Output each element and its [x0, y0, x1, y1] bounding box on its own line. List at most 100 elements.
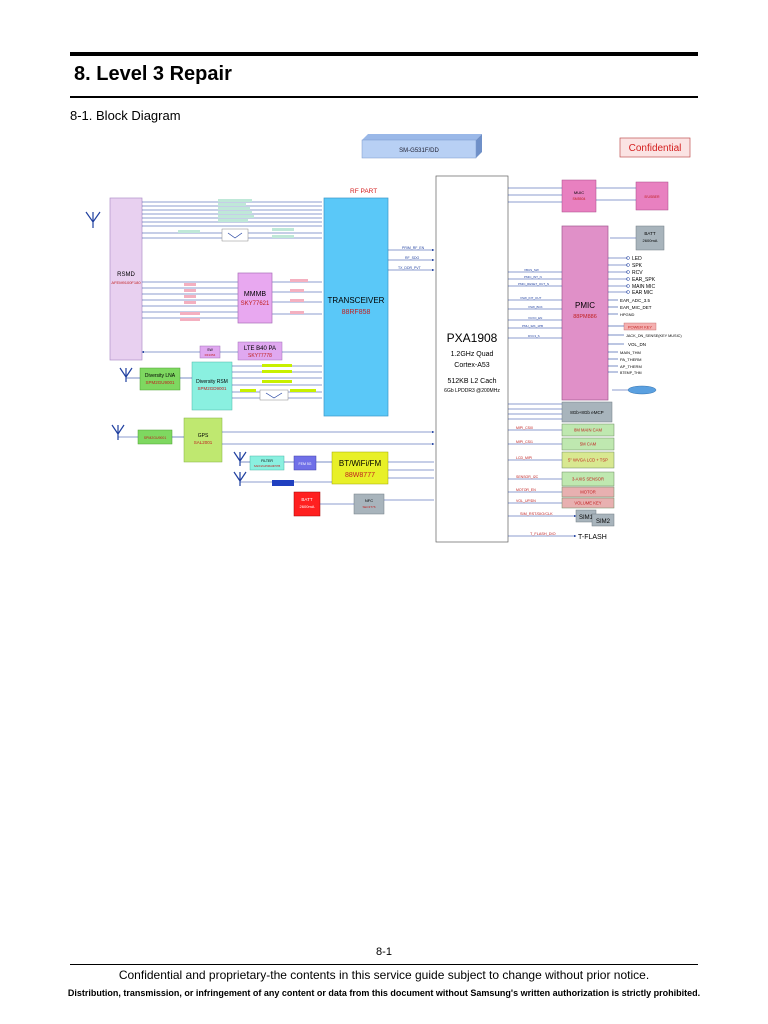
peripheral-box	[561, 437, 615, 451]
pmic-output-label: MAIN MIC	[632, 284, 655, 290]
svg-text:SPM2GD9001: SPM2GD9001	[197, 386, 227, 391]
nfc-lines	[320, 499, 434, 505]
peripheral-name: 3-AXIS SENSOR	[572, 477, 604, 482]
peripheral-name: 5" WVGA LCD + TSP	[568, 458, 608, 463]
rf-net-labels	[178, 199, 294, 238]
svg-text:SW: SW	[207, 348, 213, 352]
peripheral-box	[561, 451, 615, 469]
batt-block: BATT 2600mA	[610, 225, 665, 251]
peripheral-box	[561, 471, 615, 487]
mmmb-block: MMMB SKY77621	[237, 272, 273, 324]
muic-lines	[508, 187, 636, 203]
peripheral-box	[561, 486, 615, 498]
rsmd-block: RSMD AFEM9100F180	[109, 197, 143, 361]
tflash-text: T-FLASH	[578, 534, 607, 541]
svg-text:SAL2001: SAL2001	[194, 440, 213, 445]
rf-switch-icon	[221, 228, 249, 242]
svg-text:6Gb LPDDR3 @200MHz: 6Gb LPDDR3 @200MHz	[444, 388, 500, 394]
footer-rule	[70, 964, 698, 965]
peripheral-box	[561, 497, 615, 509]
svg-text:88RF858: 88RF858	[342, 309, 371, 316]
svg-text:SM5504: SM5504	[572, 197, 585, 201]
svg-text:BATT: BATT	[644, 231, 655, 236]
pmic-input-label: PMIC_INT_N	[524, 275, 542, 279]
pmic-output-label: EAR_ADC_3.5	[620, 298, 651, 303]
bt-wifi-fm-block: BT/WiFi/FM 88W8777	[331, 451, 389, 485]
ap-block: PXA1908 1.2GHz Quad Cortex-A53 512KB L2 …	[435, 175, 509, 543]
peripheral-label: SENSOR_I2C	[516, 475, 539, 479]
confidential-box: Confidential	[619, 137, 691, 158]
svg-text:FILTER: FILTER	[261, 459, 273, 463]
svg-text:Confidential: Confidential	[629, 143, 682, 154]
peripheral-name: MOTOR	[580, 490, 596, 495]
gps-lna-block: SPM2GU9001	[137, 429, 173, 445]
pmic-output-label: EAR_SPK	[632, 277, 656, 283]
svg-text:SM-G531F/DD: SM-G531F/DD	[399, 148, 439, 154]
jack-label: JACK_DN_SENSE(KEY MUSIC)	[626, 334, 682, 338]
lte-pa-block: LTE B40 PA SKY77778	[237, 341, 283, 361]
svg-text:MUIC: MUIC	[574, 190, 584, 195]
svg-text:SPM2GU9001: SPM2GU9001	[145, 380, 175, 385]
peripheral-name: VOLUME KEY	[574, 501, 601, 506]
peripheral-label: LCD_MIPI	[516, 456, 532, 460]
svg-text:Diversity LNA: Diversity LNA	[145, 373, 176, 379]
usb-block: B'USBER	[635, 181, 669, 211]
svg-text:SPM2GU9001: SPM2GU9001	[144, 436, 167, 440]
peripheral-name: 8M MAIN CAM	[574, 428, 602, 433]
peripheral-label: MIPI_CSI0	[516, 426, 533, 430]
svg-text:GPS: GPS	[198, 433, 209, 439]
svg-text:SKY77621: SKY77621	[241, 301, 270, 307]
antenna-icon	[85, 211, 247, 486]
ap-left-label: PRIM_RF_EN	[402, 246, 425, 250]
svg-text:88W8777: 88W8777	[345, 472, 375, 479]
gps-block: GPS SAL2001	[183, 417, 223, 463]
top-rule	[70, 52, 698, 56]
ap-left-lines	[388, 248, 435, 272]
sim-label: SIM_RST/DIO/CLK	[520, 512, 553, 516]
therm-label: MAIN_THM	[620, 350, 641, 355]
svg-text:B'USBER: B'USBER	[644, 195, 660, 199]
svg-text:1.2GHz Quad: 1.2GHz Quad	[451, 351, 494, 358]
ap-left-label: RF_SDO	[405, 256, 419, 260]
pmic-input-lines	[508, 271, 562, 339]
svg-text:SEC3T76: SEC3T76	[362, 505, 375, 509]
svg-text:SAFF2G45MA0F57B: SAFF2G45MA0F57B	[254, 464, 281, 468]
svg-text:BATT: BATT	[301, 497, 312, 502]
footer-notice-2: Distribution, transmission, or infringem…	[67, 988, 701, 998]
svg-text:MMMB: MMMB	[244, 291, 266, 298]
peripheral-name: 5M CAM	[580, 442, 597, 447]
muic-block: MUIC SM5504	[561, 179, 597, 213]
fem-block: FEM 5G	[293, 455, 317, 471]
pmic-output-lines	[608, 257, 628, 315]
pmic-block: PMIC 88PM886	[561, 225, 609, 401]
therm-label: AP_THERM	[620, 364, 642, 369]
pmic-input-label: VBUS_SW	[524, 268, 539, 272]
peripheral-label: VOL_UP/DN	[516, 499, 536, 503]
div-net-labels	[240, 364, 316, 392]
page-number: 8-1	[376, 946, 392, 958]
gps-lines	[118, 430, 435, 446]
svg-text:BT/WiFi/FM: BT/WiFi/FM	[339, 459, 382, 468]
svg-text:2600mA: 2600mA	[300, 504, 315, 509]
div-switch-icon	[259, 389, 289, 401]
fm-antenna-block	[272, 480, 294, 486]
pmic-input-label: PMIC_RESET_OUT_N	[518, 282, 549, 286]
header-rule	[70, 96, 698, 98]
footer-notice: Confidential and proprietary-the content…	[118, 968, 650, 982]
diversity-rsm-block: Diversity RSM SPM2GD9001	[191, 361, 233, 411]
peripheral-label: MOTOR_EN	[516, 488, 536, 492]
svg-text:512KB L2 Cach: 512KB L2 Cach	[447, 378, 496, 385]
therm-label: BTEMP_THM	[620, 371, 642, 375]
therm-label: PA_THERM	[620, 357, 641, 362]
model-box: SM-G531F/DD	[361, 134, 482, 159]
thermistor-icon	[627, 385, 657, 395]
svg-text:Cortex-A53: Cortex-A53	[454, 362, 490, 369]
rf-part-label: RF PART	[350, 188, 377, 195]
chapter-title: 8. Level 3 Repair	[74, 63, 232, 85]
svg-text:RF1654: RF1654	[205, 353, 216, 357]
section-title: 8-1. Block Diagram	[70, 108, 181, 123]
ap-left-label: TX_DDR_PVT	[398, 266, 422, 270]
svg-text:Diversity RSM: Diversity RSM	[196, 379, 228, 385]
pmic-output-label: RCV	[632, 270, 643, 276]
